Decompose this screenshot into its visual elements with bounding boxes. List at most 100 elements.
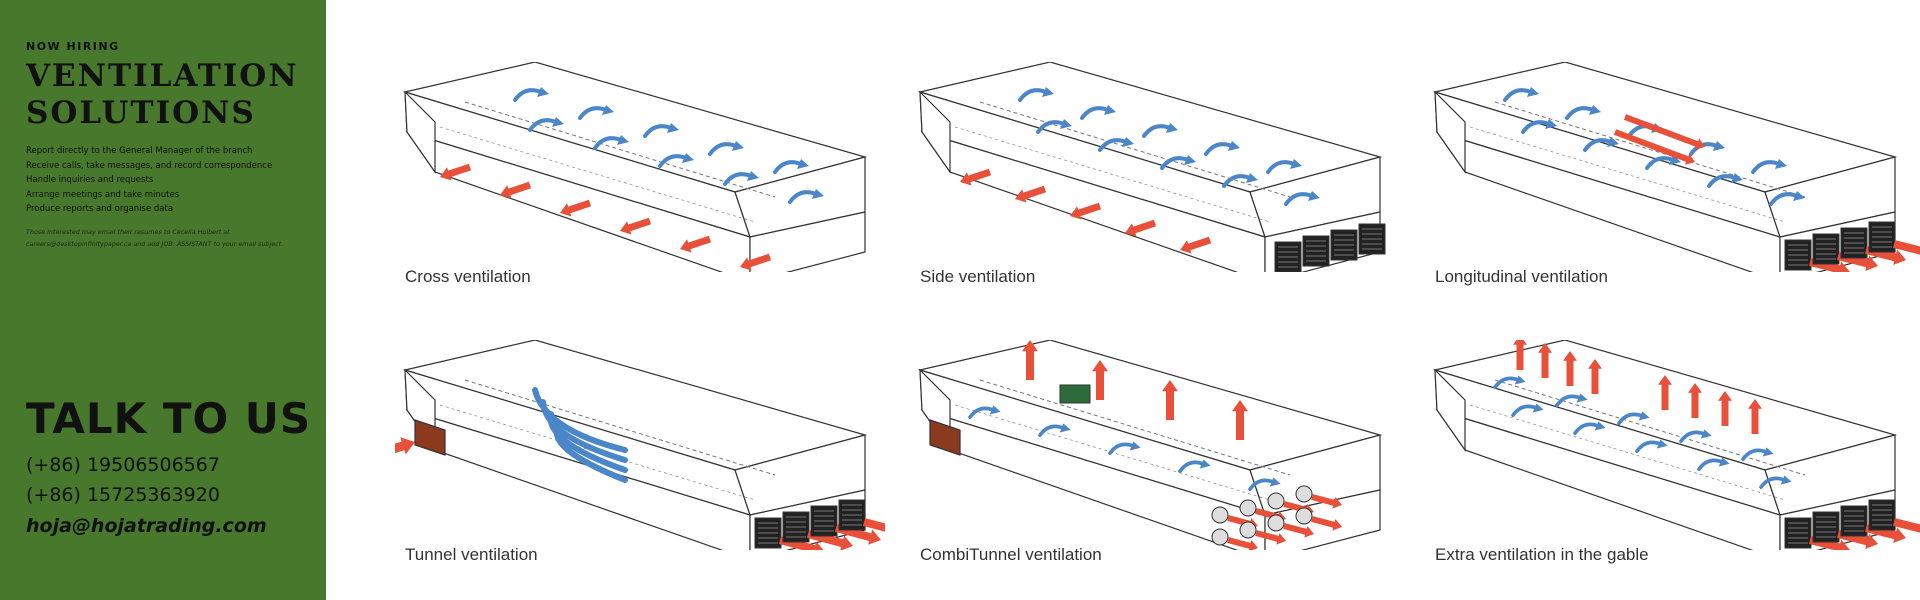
exhaust-arrow [1893, 240, 1920, 255]
airflow-arrow [643, 124, 673, 138]
phone-1: (+86) 19506506567 [26, 454, 220, 476]
diagram-caption: Cross ventilation [405, 267, 531, 286]
airflow-arrow [547, 411, 628, 473]
airflow-arrowhead [797, 159, 809, 169]
airflow-arrowhead [667, 123, 679, 133]
diagram-tunnel-ventilation: Tunnel ventilation [395, 340, 885, 580]
airflow-arrow [528, 118, 558, 132]
barn-illustration [1432, 340, 1920, 550]
diagram-caption: Extra ventilation in the gable [1435, 545, 1649, 564]
exhaust-arrow [1563, 351, 1577, 386]
airflow-arrowhead [1775, 159, 1787, 169]
airflow-arrowhead [989, 405, 1001, 415]
roof-ridge-line [1494, 101, 1806, 198]
airflow-arrowhead [617, 135, 629, 145]
airflow-arrow [532, 387, 628, 453]
airflow-arrow [1555, 394, 1583, 407]
airflow-arrowhead [602, 105, 614, 115]
exhaust-arrow [1688, 383, 1702, 418]
airflow-arrow [1248, 478, 1276, 491]
exhaust-arrow [1613, 129, 1695, 165]
diagram-caption: Tunnel ventilation [405, 545, 538, 564]
note-line-1: Those interested may email their resumes… [26, 228, 230, 236]
airflow-arrow [1142, 124, 1172, 138]
airflow-arrowhead [1656, 439, 1668, 449]
exhaust-arrow [960, 168, 992, 186]
airflow-arrow [1769, 192, 1799, 206]
airflow-arrow [658, 154, 688, 168]
airflow-arrow [1617, 412, 1645, 425]
airflow-arrow [513, 88, 543, 102]
exhaust-arrow [1015, 185, 1047, 203]
airflow-arrowhead [1042, 87, 1054, 97]
airflow-arrowhead [552, 117, 564, 127]
duties-list: Report directly to the General Manager o… [26, 144, 272, 217]
cooling-pad [414, 419, 446, 456]
exhaust-arrow [620, 217, 652, 235]
airflow-arrowhead [1059, 423, 1071, 433]
airflow-arrow [1707, 174, 1737, 188]
airflow-arrow [788, 190, 818, 204]
airflow-arrowhead [1589, 105, 1601, 115]
airflow-arrowhead [1638, 411, 1650, 421]
airflow-arrowhead [1793, 191, 1805, 201]
airflow-arrowhead [1545, 119, 1557, 129]
exhaust-arrow [1092, 360, 1108, 400]
barn-back-gable [1434, 90, 1466, 174]
application-note: Those interested may email their resumes… [26, 226, 316, 250]
airflow-arrow [1521, 120, 1551, 134]
duty-item: Arrange meetings and take minutes [26, 189, 180, 200]
airflow-arrowhead [1713, 141, 1725, 151]
airflow-arrow [1679, 430, 1707, 443]
diagram-longitudinal-ventilation: Longitudinal ventilation [1425, 62, 1920, 297]
airflow-arrowhead [1308, 191, 1320, 201]
airflow-arrowhead [1166, 123, 1178, 133]
exhaust-arrow [1162, 380, 1178, 420]
roof-ridge-line [979, 101, 1291, 198]
airflow-arrowhead [1122, 137, 1134, 147]
email-link[interactable]: hoja@hojatrading.com [26, 515, 267, 537]
barn-back-gable [404, 90, 436, 174]
exhaust-fan-icon [1211, 528, 1229, 546]
exhaust-arrow [1311, 494, 1342, 509]
airflow-arrow [540, 399, 628, 463]
exhaust-arrow [1718, 391, 1732, 426]
airflow-arrowhead [1246, 173, 1258, 183]
exhaust-arrow [1022, 340, 1038, 380]
exhaust-arrow [1893, 518, 1920, 533]
exhaust-arrow [1513, 340, 1527, 370]
exhaust-fan-icon [1211, 506, 1229, 524]
airflow-arrowhead [1780, 475, 1792, 485]
airflow-arrowhead [1527, 87, 1539, 97]
airflow-arrow [1036, 120, 1066, 134]
exhaust-arrow [680, 235, 712, 253]
exhaust-arrow [1311, 516, 1342, 531]
airflow-arrow [1583, 138, 1613, 152]
airflow-arrowhead [1700, 429, 1712, 439]
barn-illustration [917, 340, 1383, 550]
exhaust-arrow [1255, 530, 1286, 545]
roof-ridge-line [1494, 379, 1806, 476]
talk-heading: TALK TO US [26, 394, 312, 443]
airflow-arrow [578, 106, 608, 120]
barn-back-gable [919, 90, 951, 174]
exhaust-arrow [1125, 219, 1157, 237]
exhaust-arrow [395, 437, 415, 455]
airflow-arrow [1503, 88, 1533, 102]
airflow-arrow [1098, 138, 1128, 152]
airflow-arrowhead [1184, 155, 1196, 165]
exhaust-arrow [1232, 400, 1248, 440]
airflow-arrow [1204, 142, 1234, 156]
airflow-arrowhead [1594, 421, 1606, 431]
airflow-arrow [1635, 440, 1663, 453]
airflow-arrow [1108, 442, 1136, 455]
airflow-arrowhead [812, 189, 824, 199]
airflow-arrowhead [537, 87, 549, 97]
airflow-arrow [1222, 174, 1252, 188]
airflow-arrow [1511, 404, 1539, 417]
barn-illustration [402, 62, 868, 272]
airflow-arrow [1493, 376, 1521, 389]
airflow-arrow [1697, 458, 1725, 471]
airflow-arrowhead [1269, 477, 1281, 487]
airflow-arrow [1573, 422, 1601, 435]
